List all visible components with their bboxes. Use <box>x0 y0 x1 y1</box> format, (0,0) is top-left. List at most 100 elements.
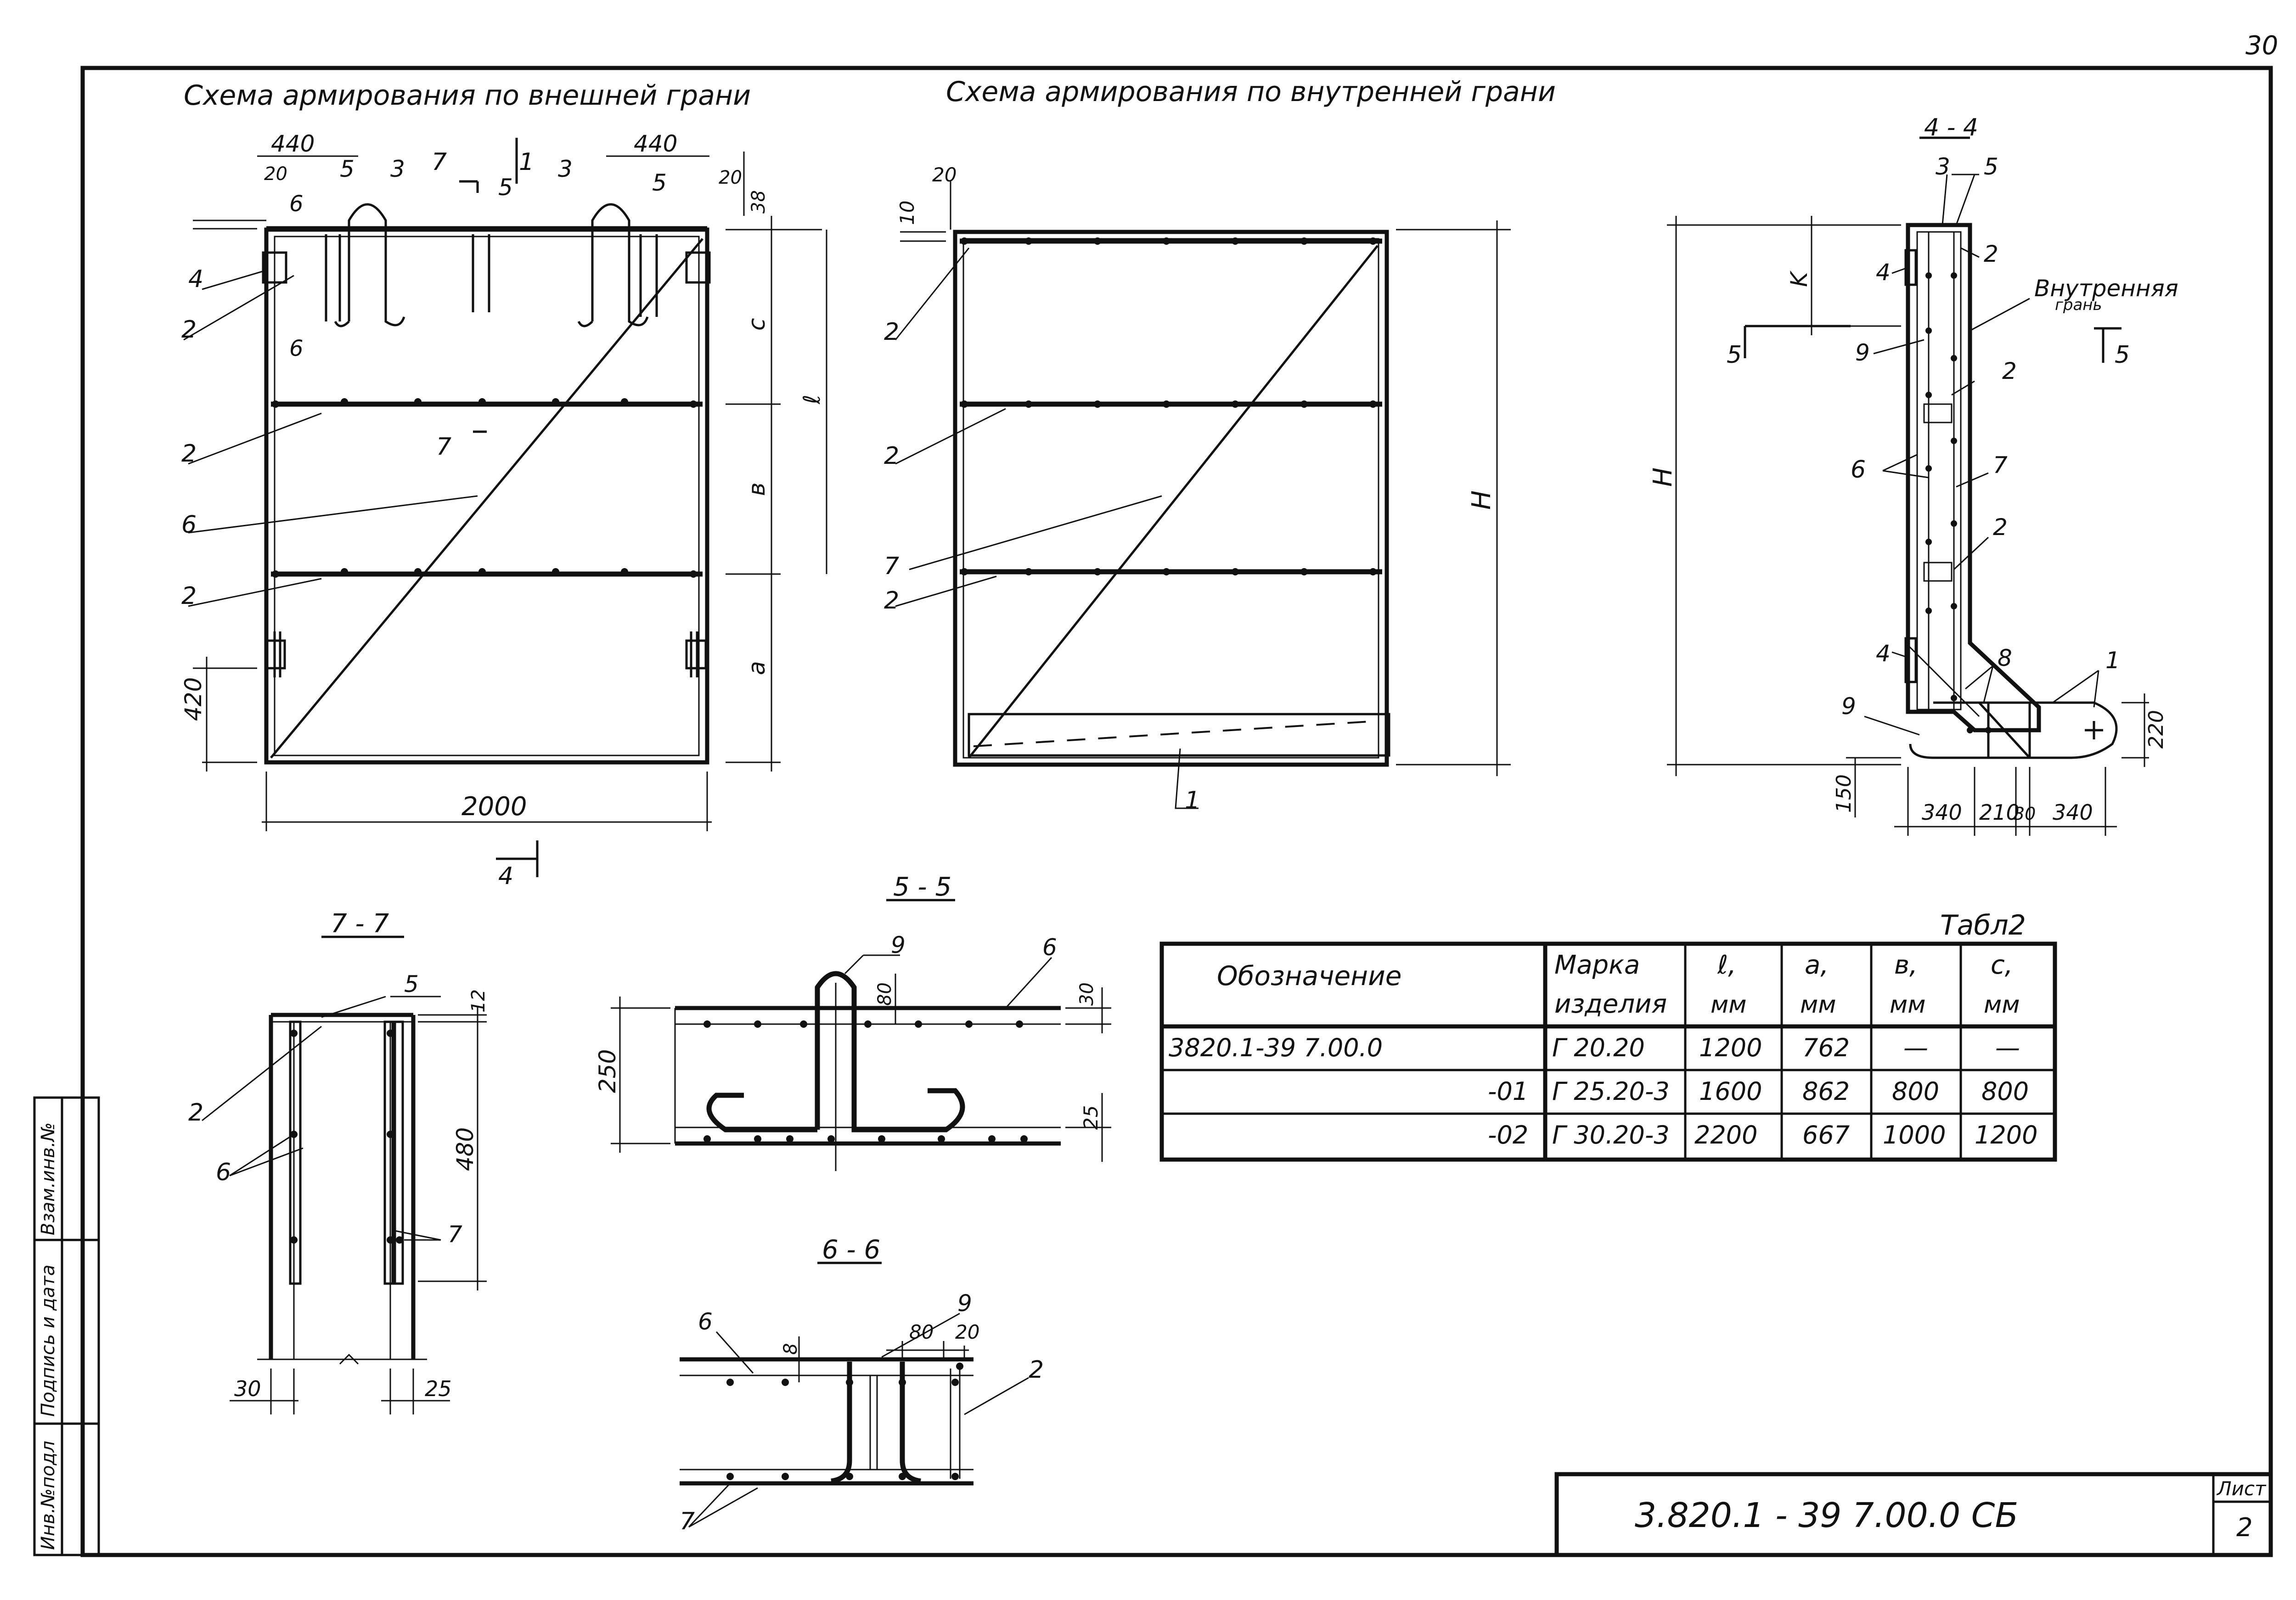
table-row-2-v: 1000 <box>1883 1121 1946 1149</box>
sec55-dim-80: 80 <box>874 982 895 1006</box>
sec77-pos-7: 7 <box>448 1221 462 1248</box>
outer-pos-3b: 3 <box>558 156 573 182</box>
table-header-mark-1: Марка <box>1554 950 1640 980</box>
sec44-dim-220: 220 <box>2144 710 2168 749</box>
sec44-dim-340a: 340 <box>1922 800 1962 825</box>
sec44-dim-340b: 340 <box>2053 800 2093 825</box>
table-row-2-l: 2200 <box>1694 1121 1757 1149</box>
table-header-v-1: в, <box>1894 950 1918 980</box>
sec66-dim-8: 8 <box>780 1343 801 1355</box>
table-header-c-1: c, <box>1991 950 2013 980</box>
outer-cut-1: 1 <box>519 148 534 176</box>
sec77-pos-2: 2 <box>188 1099 203 1127</box>
sec44-dim-30: 30 <box>2014 804 2036 824</box>
sec66-pos-6: 6 <box>698 1308 713 1335</box>
list-number: 2 <box>2236 1513 2253 1543</box>
outer-dim-a: a <box>743 661 770 675</box>
sec55-pos-9: 9 <box>891 932 906 958</box>
outer-pos-5c: 5 <box>652 169 667 196</box>
sec77-dim-480: 480 <box>452 1127 478 1171</box>
outer-cut-6-top: 6 <box>289 191 304 217</box>
table-row-1-mark: Г 25.20-3 <box>1552 1077 1670 1106</box>
inner-pos-7: 7 <box>884 552 899 580</box>
sec44-dim-H: H <box>1648 468 1678 487</box>
table-caption: Табл2 <box>1940 909 2026 941</box>
sec44-pos-9b: 9 <box>1841 693 1856 720</box>
table-header-l-1: ℓ, <box>1717 950 1736 980</box>
section-6-6 <box>680 1262 1029 1528</box>
outer-pos-4: 4 <box>188 265 203 293</box>
sec66-pos-7: 7 <box>680 1508 695 1535</box>
sec44-pos-8: 8 <box>1998 645 2012 671</box>
outer-cut-7-mid: 7 <box>436 433 451 461</box>
sec44-pos-2c: 2 <box>1993 514 2008 541</box>
sec44-dim-210: 210 <box>1979 800 2020 825</box>
table-row-1-designation: -01 <box>1488 1077 1528 1106</box>
table-row-0-v: — <box>1903 1033 1928 1062</box>
table-row-1-l: 1600 <box>1699 1077 1762 1106</box>
outer-cut-6-bot: 6 <box>289 336 304 361</box>
table-row-1-c: 800 <box>1981 1077 2029 1106</box>
table-row-0-a: 762 <box>1802 1033 1850 1062</box>
outer-pos-5b: 5 <box>498 174 513 201</box>
sheet-frame <box>33 66 2273 1557</box>
sec55-dim-25: 25 <box>1080 1105 1102 1130</box>
outer-pos-2a: 2 <box>181 316 197 344</box>
outer-cut-4: 4 <box>498 862 513 890</box>
outer-cut-7-top: 7 <box>432 148 447 176</box>
outer-pos-6: 6 <box>181 511 197 539</box>
outer-dim-l: ℓ <box>799 394 825 405</box>
doc-code: 3.820.1 - 39 7.00.0 СБ <box>1635 1496 2018 1535</box>
sec66-label: 6 - 6 <box>822 1235 880 1265</box>
sec44-cut-5-left: 5 <box>1727 341 1742 369</box>
sec55-label: 5 - 5 <box>893 872 951 902</box>
table-row-0-l: 1200 <box>1699 1033 1762 1062</box>
sec77-dim-25: 25 <box>425 1376 452 1401</box>
sec44-pos-2a: 2 <box>1984 241 1998 267</box>
stamp-podpis-data: Подпись и дата <box>38 1265 59 1417</box>
outer-pos-5a: 5 <box>340 156 355 182</box>
table-header-v-2: мм <box>1890 991 1925 1019</box>
table-row-1-a: 862 <box>1802 1077 1850 1106</box>
table-row-0-c: — <box>1995 1033 2020 1062</box>
sec55-pos-6: 6 <box>1042 934 1057 961</box>
table-row-2-c: 1200 <box>1975 1121 2037 1149</box>
sec44-inner-face: Внутренняя <box>2034 275 2178 302</box>
sec44-pos-6: 6 <box>1851 456 1866 484</box>
sec77-dim-30: 30 <box>234 1376 261 1401</box>
outer-pos-2b: 2 <box>181 440 197 468</box>
sec77-dim-12: 12 <box>468 989 489 1013</box>
table-row-2-mark: Г 30.20-3 <box>1552 1121 1670 1149</box>
section-7-7 <box>202 935 487 1414</box>
outer-dim-c: c <box>743 318 770 331</box>
inner-dim-20: 20 <box>932 163 957 186</box>
sec77-label: 7 - 7 <box>331 909 389 939</box>
outer-pos-2c: 2 <box>181 582 197 610</box>
list-label: Лист <box>2216 1477 2267 1500</box>
table-header-designation: Обозначение <box>1217 960 1401 992</box>
outer-dim-20-a: 20 <box>264 163 287 185</box>
outer-dim-2000: 2000 <box>461 792 527 822</box>
spec-table <box>1159 941 2057 1162</box>
stamp-inv-podl: Инв.№подл <box>38 1441 59 1550</box>
table-header-a-2: мм <box>1800 991 1836 1019</box>
outer-dim-420: 420 <box>180 677 207 721</box>
sec55-dim-30: 30 <box>1076 982 1097 1006</box>
inner-pos-2c: 2 <box>884 587 899 614</box>
inner-dim-H: H <box>1467 490 1497 510</box>
sec66-pos-2: 2 <box>1029 1356 1044 1384</box>
sec55-dim-250: 250 <box>594 1049 621 1093</box>
outer-pos-3a: 3 <box>390 156 405 182</box>
section-4-4 <box>1667 136 2149 836</box>
inner-dim-10: 10 <box>896 201 918 225</box>
inner-pos-1: 1 <box>1185 787 1200 814</box>
table-row-2-designation: -02 <box>1488 1121 1528 1149</box>
sec77-pos-5: 5 <box>404 971 419 997</box>
sec66-pos-9: 9 <box>957 1290 972 1317</box>
outer-dim-440-left: 440 <box>271 130 315 157</box>
section-5-5 <box>611 899 1111 1171</box>
title-outer: Схема армирования по внешней грани <box>184 79 751 112</box>
table-header-a-1: a, <box>1805 950 1829 980</box>
sec44-dim-K: K <box>1786 270 1812 287</box>
